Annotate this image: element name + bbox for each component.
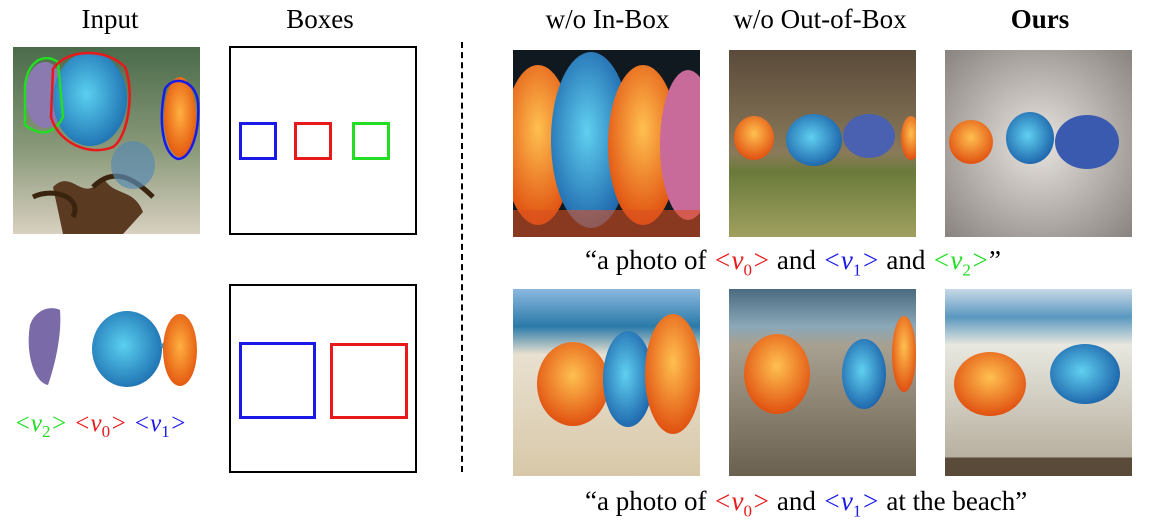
caption-row1-token-v0: <v0>	[713, 245, 771, 280]
bbox-blue-row1	[239, 122, 277, 160]
row2-without-in-box-image	[513, 289, 700, 476]
token-label-v2: <v2>	[14, 410, 68, 441]
dashed-divider	[461, 42, 463, 472]
box-layout-row1	[229, 46, 417, 235]
row1-without-in-box-image	[513, 50, 700, 237]
caption-row1: “a photo of <v0> and <v1> and <v2>”	[585, 245, 1002, 280]
bbox-red-row1	[294, 122, 332, 160]
bbox-green-row1	[352, 122, 390, 160]
bbox-red-row2	[330, 343, 408, 419]
input-aquarium-photo	[13, 47, 200, 234]
segmented-fish-crops	[20, 305, 200, 395]
caption-row1-token-v1: <v1>	[822, 245, 880, 280]
bbox-blue-row2	[239, 342, 316, 419]
caption-row2-token-v1: <v1>	[822, 486, 880, 521]
token-labels: <v2> <v0> <v1>	[14, 410, 187, 442]
caption-row2-token-v0: <v0>	[713, 486, 771, 521]
caption-row1-token-v2: <v2>	[932, 245, 990, 280]
header-boxes: Boxes	[286, 4, 354, 34]
header-without-out-of-box: w/o Out-of-Box	[733, 4, 907, 34]
box-layout-row2	[229, 284, 417, 473]
caption-row2: “a photo of <v0> and <v1> at the beach”	[585, 486, 1028, 521]
row2-without-out-of-box-image	[729, 289, 916, 476]
token-label-v0: <v0>	[73, 410, 127, 441]
header-input: Input	[81, 4, 139, 34]
row1-without-out-of-box-image	[729, 50, 916, 237]
row2-ours-image	[945, 289, 1132, 476]
row1-ours-image	[945, 50, 1132, 237]
token-label-v1: <v1>	[133, 410, 187, 441]
header-without-in-box: w/o In-Box	[545, 4, 670, 34]
header-ours: Ours	[1010, 4, 1070, 34]
